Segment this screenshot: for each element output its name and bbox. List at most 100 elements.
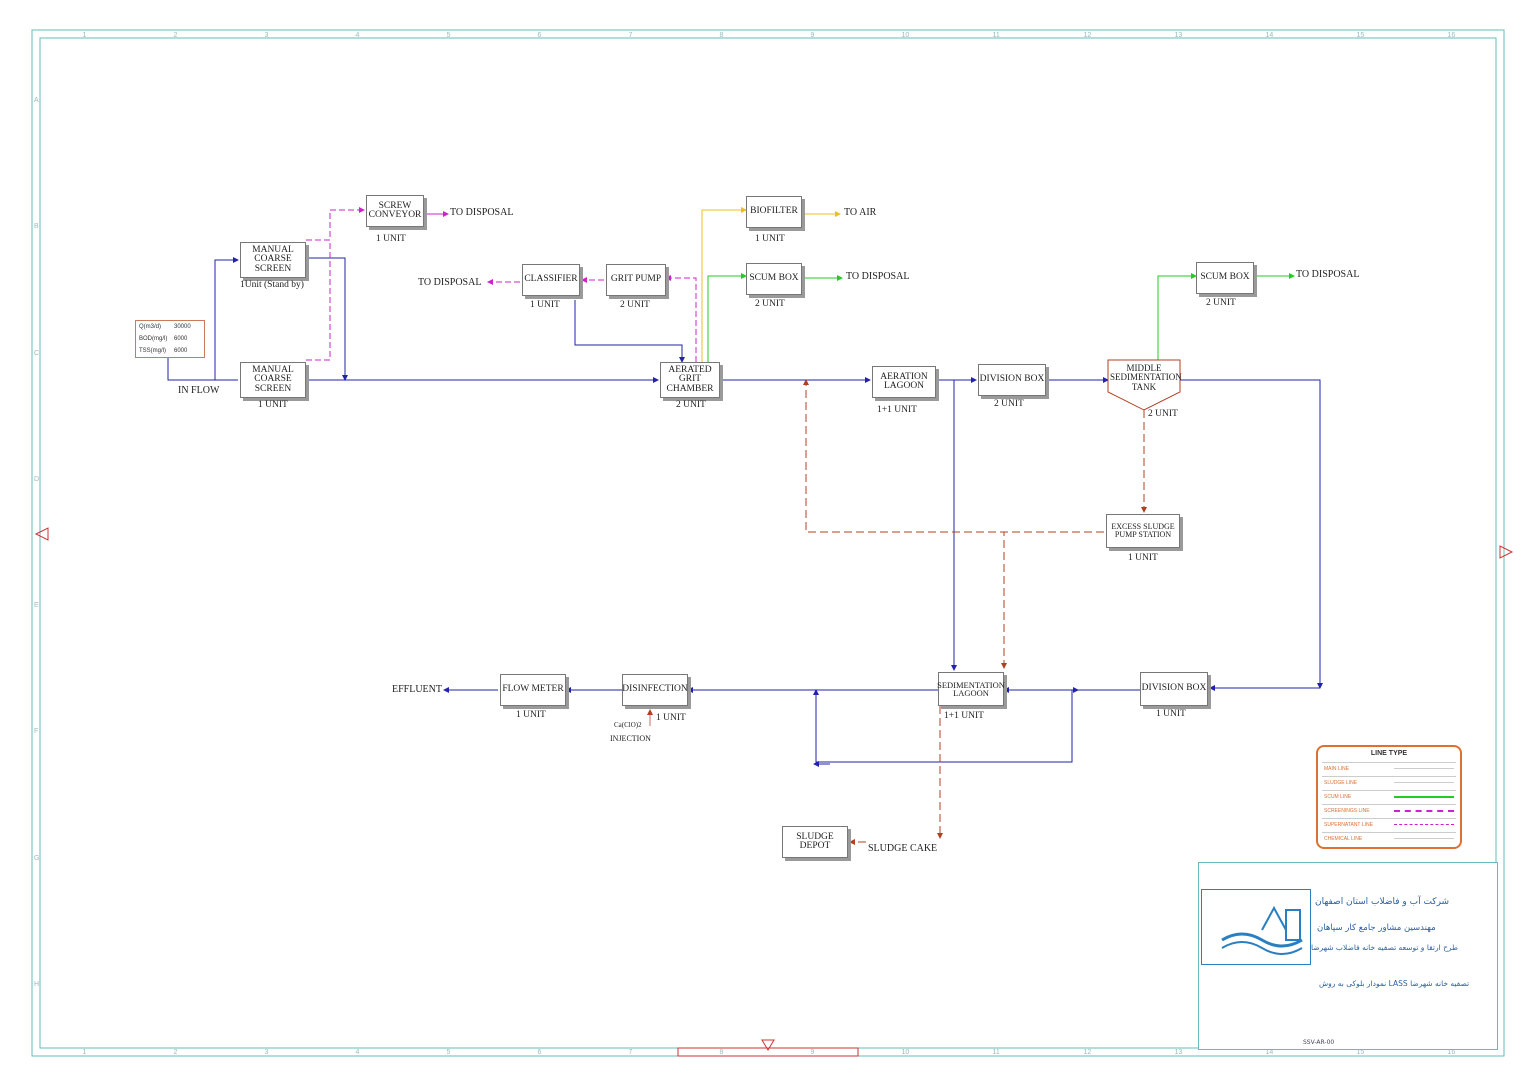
screen-bottom-count: 1 UNIT — [258, 400, 288, 410]
bottom-centre-mark — [761, 1039, 775, 1051]
sludge-depot-box: SLUDGE DEPOT — [782, 826, 848, 858]
sedimentation-lagoon-count: 1+1 UNIT — [944, 711, 984, 721]
drawing-title: نمودار بلوکی به روش LASS تصفیه خانه شهرض… — [1319, 979, 1470, 988]
ruler-column-label: 12 — [1083, 32, 1092, 39]
ruler-column-label: 1 — [82, 32, 87, 39]
left-centre-mark — [34, 527, 49, 541]
ruler-column-label: 3 — [264, 32, 269, 39]
excess-return — [803, 379, 1104, 533]
logo-icon — [1221, 905, 1303, 955]
line-type-legend: LINE TYPE MAIN LINE SLUDGE LINE SCUM LIN… — [1316, 745, 1462, 849]
legend-row: SUPERNATANT LINE — [1322, 818, 1456, 831]
division-box-1: DIVISION BOX — [978, 364, 1046, 396]
middle-sedimentation-tank: MIDDLE SEDIMENTATION TANK — [1110, 363, 1182, 392]
project-name: طرح ارتقا و توسعه تصفیه خانه فاضلاب شهرض… — [1311, 943, 1459, 952]
legend-row: SLUDGE LINE — [1322, 776, 1456, 789]
ruler-column-label: 9 — [810, 32, 815, 39]
ruler-column-label: 10 — [901, 32, 910, 39]
ruler-column-label: 8 — [719, 32, 724, 39]
inflow-line — [167, 357, 238, 381]
ruler-column-label: 8 — [719, 1049, 724, 1056]
grit-to-grit-pump — [665, 275, 697, 362]
inflow-q-value: 30000 — [174, 324, 191, 330]
division-box-1-count: 2 UNIT — [994, 399, 1024, 409]
ruler-column-label: 13 — [1174, 32, 1183, 39]
ruler-column-label: 1 — [82, 1049, 87, 1056]
middle-to-scum2 — [1157, 273, 1197, 360]
ruler-column-label: 14 — [1265, 1049, 1274, 1056]
legend-row: SCUM LINE — [1322, 790, 1456, 803]
middle-sedimentation-count: 2 UNIT — [1148, 409, 1178, 419]
ruler-row-label: A — [34, 97, 39, 105]
screw-conveyor-box: SCREW CONVEYOR — [366, 195, 424, 227]
flow-meter-box: FLOW METER — [500, 674, 566, 706]
classifier-return — [574, 300, 685, 363]
ruler-column-label: 5 — [446, 1049, 451, 1056]
in-flow-label: IN FLOW — [178, 385, 220, 396]
sedimentation-lagoon-box: SEDIMENTATION LAGOON — [937, 672, 1005, 706]
biofilter-box: BIOFILTER — [746, 196, 802, 228]
aeration-lagoon-box: AERATION LAGOON — [872, 366, 936, 398]
screen-to-screw-bottom — [306, 240, 331, 361]
classifier-box: CLASSIFIER — [522, 264, 580, 296]
inflow-bod-label: BOD(mg/l) — [139, 336, 168, 342]
to-air-label: TO AIR — [844, 207, 877, 218]
legend-row-label: SCREENINGS LINE — [1324, 808, 1370, 814]
division-box-2-count: 1 UNIT — [1156, 709, 1186, 719]
ruler-column-label: 4 — [355, 1049, 360, 1056]
ruler-column-label: 3 — [264, 1049, 269, 1056]
company-logo — [1201, 889, 1311, 965]
ruler-column-label: 10 — [901, 1049, 910, 1056]
legend-row-label: SLUDGE LINE — [1324, 780, 1358, 786]
inflow-tss-value: 6000 — [174, 348, 188, 354]
bypass-loop — [813, 689, 1073, 763]
screw-conveyor-count: 1 UNIT — [376, 234, 406, 244]
right-centre-mark — [1499, 545, 1514, 559]
legend-row: CHEMICAL LINE — [1322, 832, 1456, 845]
inflow-q-label: Q(m3/d) — [139, 324, 162, 330]
ruler-row-label: H — [34, 980, 40, 988]
screen-bottom-box: MANUAL COARSE SCREEN — [240, 362, 306, 398]
ruler-column-label: 16 — [1447, 32, 1456, 39]
inflow-table: Q(m3/d) 30000 BOD(mg/l) 6000 TSS(mg/l) 6… — [135, 320, 205, 358]
inflow-bod-value: 6000 — [174, 336, 188, 342]
bottom-scale — [677, 1047, 859, 1057]
ruler-row-label: E — [34, 602, 39, 610]
scum-box-1: SCUM BOX — [746, 263, 802, 295]
legend-row-label: SUPERNATANT LINE — [1324, 822, 1373, 828]
ruler-column-label: 13 — [1174, 1049, 1183, 1056]
company-1: شرکت آب و فاضلاب استان اصفهان — [1315, 897, 1450, 907]
screen-top-count: 1Unit (Stand by) — [240, 280, 304, 290]
aeration-lagoon-count: 1+1 UNIT — [877, 405, 917, 415]
ruler-column-label: 7 — [628, 1049, 633, 1056]
flow-meter-count: 1 UNIT — [516, 710, 546, 720]
division-box-2: DIVISION BOX — [1140, 672, 1208, 706]
legend-row-label: MAIN LINE — [1324, 766, 1350, 772]
ruler-column-label: 2 — [173, 32, 178, 39]
sludge-cake-label: SLUDGE CAKE — [868, 843, 938, 854]
grit-pump-count: 2 UNIT — [620, 300, 650, 310]
chemical-label: Ca(ClO)2 — [614, 721, 642, 729]
company-2: مهندسین مشاور جامع کار سپاهان — [1317, 923, 1436, 933]
legend-row: MAIN LINE — [1322, 762, 1456, 775]
ruler-column-label: 15 — [1356, 1049, 1365, 1056]
grit-to-scum — [707, 273, 747, 362]
legend-row: SCREENINGS LINE — [1322, 804, 1456, 817]
ruler-row-label: F — [34, 728, 39, 736]
aerated-grit-box: AERATED GRIT CHAMBER — [660, 362, 720, 398]
ruler-row-label: D — [34, 475, 40, 483]
title-block: شرکت آب و فاضلاب استان اصفهان مهندسین مش… — [1198, 862, 1498, 1050]
inflow-tss-label: TSS(mg/l) — [139, 348, 166, 354]
legend-title: LINE TYPE — [1370, 750, 1408, 757]
middle-tank-shape — [1107, 359, 1181, 411]
ruler-column-label: 4 — [355, 32, 360, 39]
disinfection-box: DISINFECTION — [622, 674, 688, 706]
to-disposal-classifier: TO DISPOSAL — [418, 277, 482, 288]
grit-to-biofilter — [701, 207, 747, 362]
ruler-column-label: 6 — [537, 32, 542, 39]
legend-row-label: CHEMICAL LINE — [1324, 836, 1363, 842]
screen-to-screw-top — [306, 207, 365, 241]
scum-box-2-count: 2 UNIT — [1206, 298, 1236, 308]
to-disposal-scum2: TO DISPOSAL — [1296, 269, 1360, 280]
